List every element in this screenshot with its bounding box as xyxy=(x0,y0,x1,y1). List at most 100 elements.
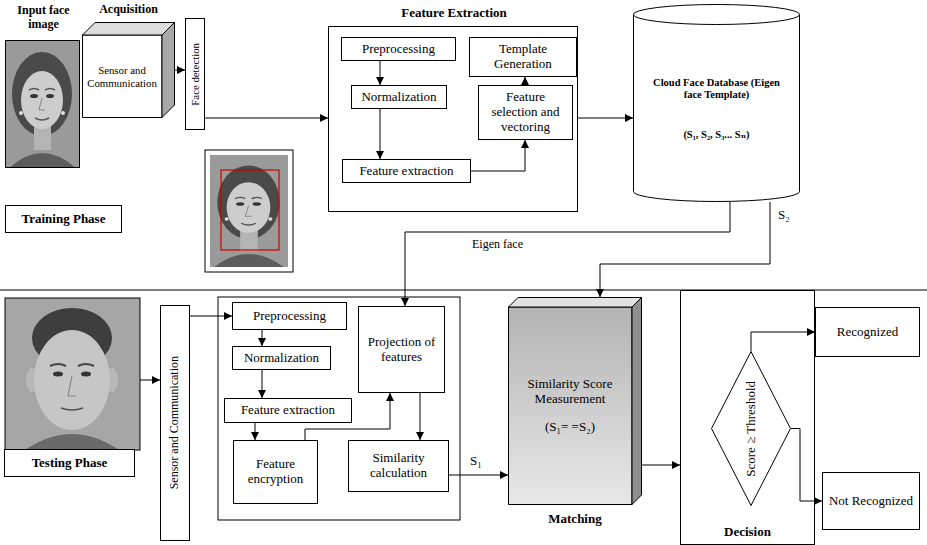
shape-face xyxy=(509,307,633,505)
group-box: Feature ExtractionPreprocessingNormaliza… xyxy=(328,26,578,212)
box-label: Cloud Face Database (Eigen face Template… xyxy=(644,77,789,101)
text-area: Not Recognized xyxy=(823,473,919,529)
decision-panel: Decision Score ≥ Threshold xyxy=(680,290,815,545)
connector xyxy=(578,118,633,119)
matching-cube: Similarity Score Measurement (S₁= =S₂) xyxy=(508,297,642,505)
text-area: Feature extraction xyxy=(343,160,470,182)
text-area: Preprocessing xyxy=(233,303,346,329)
process-box: Normalization xyxy=(232,346,331,370)
process-box: Preprocessing xyxy=(232,302,347,330)
connector xyxy=(751,332,815,351)
testing-extraction-frame xyxy=(218,297,460,520)
text-area: Cloud Face Database (Eigen face Template… xyxy=(641,28,792,190)
text-area: Normalization xyxy=(352,86,446,108)
phase-box: Testing Phase xyxy=(4,449,135,477)
text-area: Feature encryption xyxy=(234,441,317,503)
box-label: Preprocessing xyxy=(253,309,326,324)
decision-diamond: Score ≥ Threshold xyxy=(711,351,791,506)
database-cylinder: Cloud Face Database (Eigen face Template… xyxy=(633,4,800,202)
heading: Feature Extraction xyxy=(374,6,534,21)
section-label: Matching xyxy=(540,512,610,527)
shape-face xyxy=(632,298,642,505)
input-arrow xyxy=(140,380,160,381)
result-box: Recognized xyxy=(815,307,920,357)
text-area: Testing Phase xyxy=(5,450,134,476)
connector xyxy=(262,330,263,346)
result-box: Not Recognized xyxy=(822,472,920,530)
connector xyxy=(600,202,770,297)
box-label: Sensor and Communication xyxy=(168,356,182,489)
connector xyxy=(642,465,680,466)
box-label: Similarity Score Measurement xyxy=(511,377,629,407)
text-area: Sensor and Communication xyxy=(161,306,189,540)
box-label: Normalization xyxy=(361,90,436,105)
text-area: Similarity calculation xyxy=(349,441,448,491)
face-photo xyxy=(5,40,80,168)
shape-face xyxy=(634,5,800,25)
text-area: Normalization xyxy=(233,347,330,369)
edge-label: S₂ xyxy=(776,208,792,223)
detected-face-photo xyxy=(210,155,288,267)
connector xyxy=(380,109,381,159)
box-label: (S₁, S₂, S₃... Sₙ) xyxy=(683,129,749,141)
heading: Decision xyxy=(681,525,814,540)
process-box: Sensor and Communication xyxy=(160,305,190,541)
connector xyxy=(262,370,263,398)
connector xyxy=(175,70,185,71)
process-box: Face detection xyxy=(185,18,205,130)
process-box: Feature selection and vectoring xyxy=(478,85,573,140)
text-area: Training Phase xyxy=(6,206,121,232)
box-label: (S₁= =S₂) xyxy=(545,420,595,435)
text-area: Face detection xyxy=(186,19,204,129)
box-label: Training Phase xyxy=(22,212,106,227)
edge-label: S₁ xyxy=(468,454,484,469)
connector xyxy=(205,118,328,119)
box-label: Similarity calculation xyxy=(352,451,445,481)
box-label: Testing Phase xyxy=(32,456,108,471)
shape-face xyxy=(83,35,163,118)
cyl-outline xyxy=(633,4,800,202)
text-area: Projection of features xyxy=(359,307,444,392)
process-box: Projection of features xyxy=(358,306,445,393)
box-label: Normalization xyxy=(244,351,319,366)
text-area: Score ≥ Threshold xyxy=(711,351,791,506)
shape-face xyxy=(634,14,800,202)
text-area: Sensor and Communication xyxy=(82,35,162,118)
connector xyxy=(525,77,526,85)
shape-face xyxy=(83,23,175,36)
detected-face-frame xyxy=(205,150,293,272)
box-label: Feature selection and vectoring xyxy=(482,90,569,135)
detection-box xyxy=(221,170,279,250)
process-box: Feature extraction xyxy=(342,159,471,183)
test-face-photo xyxy=(5,298,140,450)
text-area: Similarity Score Measurement (S₁= =S₂) xyxy=(508,307,632,505)
shape-face xyxy=(712,352,791,506)
connector xyxy=(791,429,822,502)
box-label: Recognized xyxy=(837,325,898,340)
process-box: Feature extraction xyxy=(224,398,352,423)
phase-box: Training Phase xyxy=(5,205,122,233)
edge-label: Eigen face xyxy=(470,238,525,252)
box-label: Score ≥ Threshold xyxy=(744,381,759,477)
text-area: Template Generation xyxy=(470,38,576,76)
connector xyxy=(420,393,421,440)
process-box: Template Generation xyxy=(469,37,577,77)
box-label: Feature extraction xyxy=(359,164,453,179)
box-label: Face detection xyxy=(189,43,201,106)
process-box: Feature encryption xyxy=(233,440,318,504)
box-label: Not Recognized xyxy=(829,494,913,509)
text-area: Feature selection and vectoring xyxy=(479,86,572,139)
photo-frame: Input face image xyxy=(5,40,80,168)
box-label: Feature extraction xyxy=(241,403,335,418)
box-label: Feature encryption xyxy=(237,457,314,487)
box-label: Sensor and Communication xyxy=(85,64,159,89)
box-label: Preprocessing xyxy=(362,42,435,57)
process-box: Normalization xyxy=(351,85,447,109)
heading: Input face image xyxy=(2,4,86,32)
shape-face xyxy=(162,23,175,118)
connector xyxy=(380,61,381,85)
text-area: Recognized xyxy=(816,308,919,356)
connector xyxy=(255,423,256,440)
box-label: Template Generation xyxy=(473,42,573,72)
